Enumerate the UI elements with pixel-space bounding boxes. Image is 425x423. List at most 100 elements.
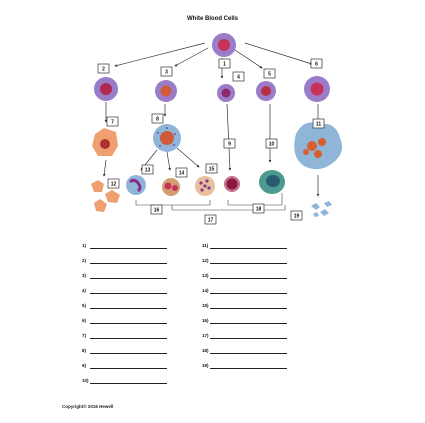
answer-row-left[interactable]: 10) (82, 378, 172, 386)
answer-blank[interactable] (210, 353, 287, 354)
answer-blank[interactable] (90, 338, 167, 339)
answer-number: 13) (202, 273, 209, 278)
platelets (311, 201, 332, 217)
answer-number: 9) (82, 363, 87, 368)
answer-blank[interactable] (210, 308, 287, 309)
answer-blank[interactable] (210, 338, 287, 339)
label-box-13[interactable]: 13 (141, 164, 154, 175)
progenitor-cell-4 (217, 84, 235, 102)
basophil-cell (195, 176, 215, 196)
answer-number: 15) (202, 303, 209, 308)
label-box-3[interactable]: 3 (160, 66, 173, 77)
answer-row-left[interactable]: 9) (82, 363, 172, 371)
answer-row-right[interactable]: 18) (202, 348, 292, 356)
label-box-number: 18 (256, 207, 262, 213)
label-box-1[interactable]: 1 (218, 58, 231, 69)
progenitor-cell-2 (94, 77, 118, 101)
label-box-number: 2 (102, 67, 105, 73)
label-box-15[interactable]: 15 (205, 163, 218, 174)
answer-blank[interactable] (90, 248, 167, 249)
answer-blank[interactable] (90, 278, 167, 279)
answer-number: 6) (82, 318, 87, 323)
progenitor-cell-6 (304, 76, 330, 102)
answer-blank[interactable] (210, 368, 287, 369)
myeloblast-cell (153, 124, 181, 152)
answer-blank[interactable] (90, 353, 167, 354)
label-box-number: 1 (223, 62, 226, 68)
answer-number: 5) (82, 303, 87, 308)
label-box-16[interactable]: 16 (150, 204, 163, 215)
answer-number: 2) (82, 258, 87, 263)
answer-blank[interactable] (90, 383, 167, 384)
label-box-number: 17 (208, 218, 214, 224)
answer-row-right[interactable]: 13) (202, 273, 292, 281)
answer-blank[interactable] (90, 293, 167, 294)
progenitor-cell-3 (155, 80, 177, 102)
answer-row-left[interactable]: 2) (82, 258, 172, 266)
label-box-18[interactable]: 18 (252, 203, 265, 214)
answer-row-right[interactable]: 16) (202, 318, 292, 326)
label-box-number: 13 (145, 168, 151, 174)
answer-number: 14) (202, 288, 209, 293)
label-box-6[interactable]: 6 (310, 58, 323, 69)
answer-row-right[interactable]: 14) (202, 288, 292, 296)
label-box-number: 8 (156, 117, 159, 123)
answer-number: 4) (82, 288, 87, 293)
answer-blank[interactable] (210, 293, 287, 294)
monocyte-cell (259, 170, 285, 194)
answer-row-left[interactable]: 3) (82, 273, 172, 281)
answer-row-right[interactable]: 11) (202, 243, 292, 251)
eosinophil-cell (162, 178, 180, 196)
answer-row-left[interactable]: 4) (82, 288, 172, 296)
answer-blank[interactable] (210, 263, 287, 264)
answer-blank[interactable] (210, 278, 287, 279)
answer-number: 3) (82, 273, 87, 278)
erythroblast-cell (92, 128, 118, 156)
answer-row-left[interactable]: 1) (82, 243, 172, 251)
answer-number: 17) (202, 333, 209, 338)
label-box-10[interactable]: 10 (265, 138, 278, 149)
answer-row-left[interactable]: 7) (82, 333, 172, 341)
answer-row-right[interactable]: 19) (202, 363, 292, 371)
answer-blank[interactable] (210, 248, 287, 249)
label-box-12[interactable]: 12 (107, 178, 120, 189)
answer-row-left[interactable]: 5) (82, 303, 172, 311)
label-box-11[interactable]: 11 (312, 118, 325, 129)
label-box-9[interactable]: 9 (223, 138, 236, 149)
label-box-number: 4 (237, 75, 240, 81)
label-box-5[interactable]: 5 (263, 68, 276, 79)
label-box-8[interactable]: 8 (151, 113, 164, 124)
answer-blank[interactable] (210, 323, 287, 324)
answer-row-right[interactable]: 15) (202, 303, 292, 311)
stem-cell (212, 33, 236, 57)
label-box-number: 16 (154, 208, 160, 214)
label-box-number: 7 (111, 120, 114, 126)
label-box-number: 10 (269, 142, 275, 148)
copyright-notice: Copyright© 2016 Hewell (62, 404, 114, 409)
answer-blank[interactable] (90, 308, 167, 309)
label-box-number: 15 (209, 167, 215, 173)
answer-blank[interactable] (90, 368, 167, 369)
answer-number: 19) (202, 363, 209, 368)
label-box-4[interactable]: 4 (232, 71, 245, 82)
answer-blank[interactable] (90, 323, 167, 324)
answer-row-left[interactable]: 6) (82, 318, 172, 326)
answer-number: 16) (202, 318, 209, 323)
answer-number: 18) (202, 348, 209, 353)
label-box-2[interactable]: 2 (97, 63, 110, 74)
label-box-7[interactable]: 7 (106, 116, 119, 127)
label-box-17[interactable]: 17 (204, 214, 217, 225)
answer-number: 7) (82, 333, 87, 338)
answer-row-right[interactable]: 12) (202, 258, 292, 266)
megakaryocyte-cell (294, 122, 342, 170)
label-box-14[interactable]: 14 (175, 167, 188, 178)
label-box-number: 6 (315, 62, 318, 68)
answer-row-right[interactable]: 17) (202, 333, 292, 341)
answer-blank[interactable] (90, 263, 167, 264)
progenitor-cell-5 (256, 81, 276, 101)
answer-number: 1) (82, 243, 87, 248)
label-box-19[interactable]: 19 (290, 210, 303, 221)
answer-row-left[interactable]: 8) (82, 348, 172, 356)
